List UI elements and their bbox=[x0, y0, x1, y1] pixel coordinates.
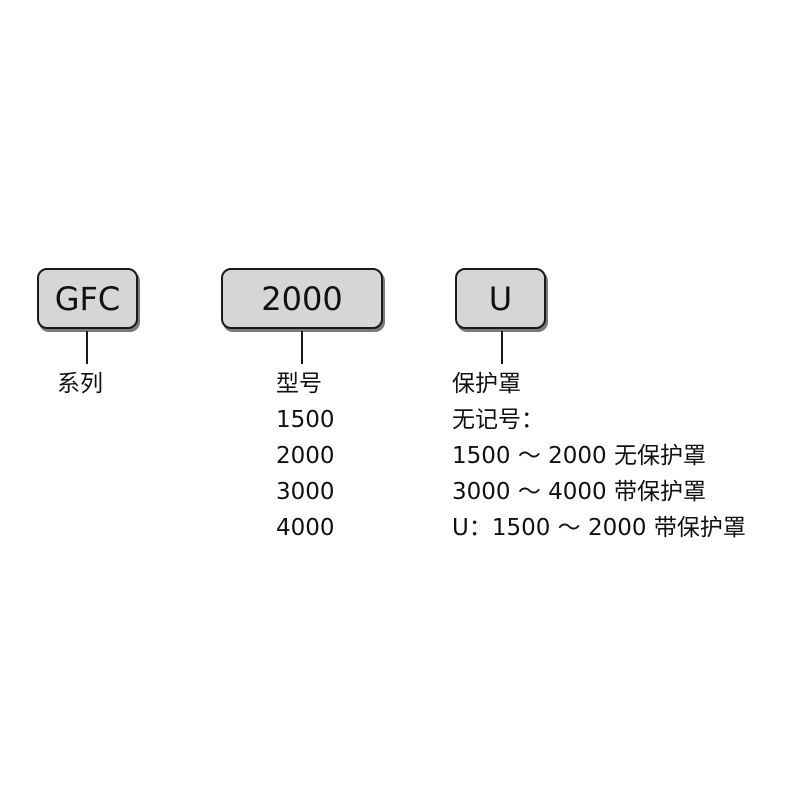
model-connector-line bbox=[301, 331, 303, 364]
model-value: 1500 bbox=[276, 407, 335, 433]
cover-title: 保护罩 bbox=[452, 371, 521, 397]
series-code-box: GFC bbox=[37, 268, 138, 329]
model-code-box: 2000 bbox=[221, 268, 383, 329]
cover-note: 无记号： bbox=[452, 407, 544, 433]
cover-connector-line bbox=[501, 331, 503, 364]
cover-note: U：1500 ～ 2000 带保护罩 bbox=[452, 515, 746, 541]
model-value: 2000 bbox=[276, 443, 335, 469]
series-title: 系列 bbox=[57, 371, 103, 397]
model-value: 4000 bbox=[276, 515, 335, 541]
cover-note: 3000 ～ 4000 带保护罩 bbox=[452, 479, 706, 505]
series-connector-line bbox=[86, 331, 88, 364]
cover-note: 1500 ～ 2000 无保护罩 bbox=[452, 443, 706, 469]
model-code-text: 2000 bbox=[261, 279, 343, 318]
model-title: 型号 bbox=[276, 371, 322, 397]
model-label-block: 型号 1500 2000 3000 4000 bbox=[276, 366, 335, 546]
model-value: 3000 bbox=[276, 479, 335, 505]
cover-code-box: U bbox=[455, 268, 546, 329]
cover-label-block: 保护罩 无记号： 1500 ～ 2000 无保护罩 3000 ～ 4000 带保… bbox=[452, 366, 746, 546]
series-code-text: GFC bbox=[54, 279, 121, 318]
cover-code-text: U bbox=[488, 279, 513, 318]
series-label-block: 系列 bbox=[57, 366, 103, 402]
